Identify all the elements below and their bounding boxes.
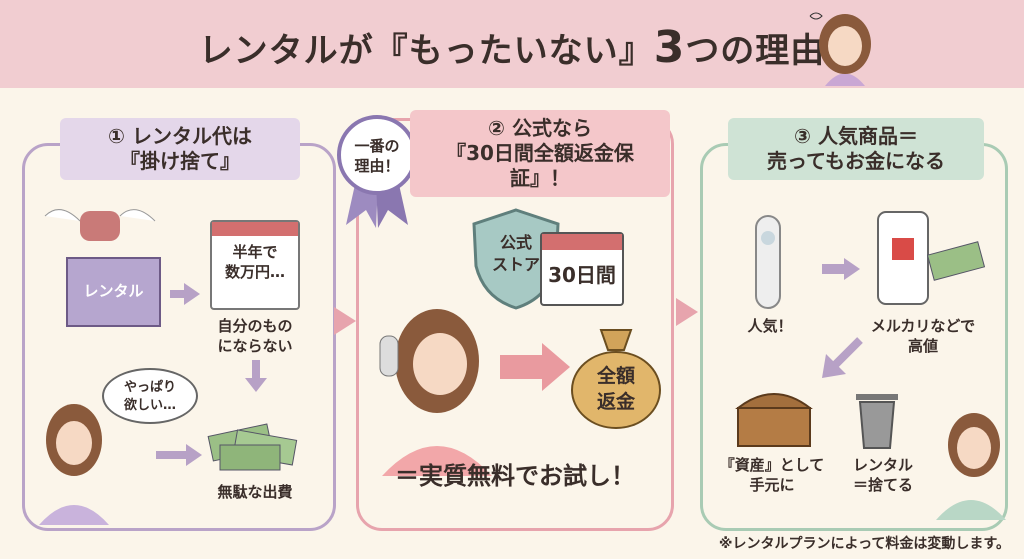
arrow-shaft: [252, 360, 260, 380]
calendar-icon: 30日間: [540, 232, 624, 306]
ribbon-badge-icon: [337, 115, 417, 228]
arrow-right-icon: [676, 298, 698, 326]
footnote: ※レンタルプランによって料金は変動します。: [718, 536, 1010, 552]
arrow-right-icon: [186, 444, 202, 466]
arrow-shaft: [156, 451, 188, 459]
treasure-chest-icon: [735, 393, 813, 447]
popular-label: 人気！: [747, 317, 793, 335]
shield-label: 公式 ストア: [491, 233, 540, 274]
free-trial-label: ＝実質無料でお試し！: [395, 462, 635, 490]
resell-label: メルカリなどで 高値: [870, 317, 976, 356]
reason2-heading: ② 公式なら『30日間全額返金保証』！: [410, 110, 670, 197]
cash-pile-icon: [207, 423, 298, 471]
asset-label: 『資産』として 手元に: [719, 456, 825, 495]
reason3-heading: ③ 人気商品＝売ってもお金になる: [728, 118, 984, 180]
ribbon-label: 一番の 理由！: [354, 137, 400, 176]
happy-woman-illustration: [936, 413, 1006, 520]
thought-bubble: やっぱり 欲しい…: [102, 368, 198, 424]
beauty-device-icon: [755, 215, 781, 309]
arrow-right-icon: [844, 258, 860, 280]
arrow-right-icon: [334, 307, 356, 335]
bag-label: 全額 返金: [596, 365, 635, 413]
arrow-right-icon: [542, 343, 570, 391]
page-title: レンタルが『もったいない』3つの理由: [198, 22, 826, 73]
not-own-label: 自分のもの にならない: [217, 317, 293, 356]
arrow-down-left-icon: [822, 337, 863, 378]
trash-can-icon: [856, 394, 898, 449]
arrow-right-icon: [184, 283, 200, 305]
waste-label: 無駄な出費: [217, 483, 293, 501]
smiling-woman-illustration: [379, 309, 492, 476]
rental-discard-label: レンタル ＝捨てる: [852, 456, 913, 495]
arrow-shaft: [170, 290, 186, 298]
arrow-down-icon: [245, 378, 267, 392]
arrow-shaft: [500, 355, 544, 379]
money-bag-icon: [571, 329, 661, 429]
flying-wallet-icon: [44, 209, 156, 241]
arrow-shaft: [822, 264, 846, 274]
phone-cash-icon: [877, 211, 986, 305]
rental-box: レンタル: [66, 257, 161, 327]
reason1-heading: ① レンタル代は『掛け捨て』: [60, 118, 300, 180]
calendar-icon: 半年で 数万円…: [210, 220, 300, 310]
sad-woman-illustration: [39, 404, 109, 525]
worried-woman-illustration: [809, 12, 871, 86]
